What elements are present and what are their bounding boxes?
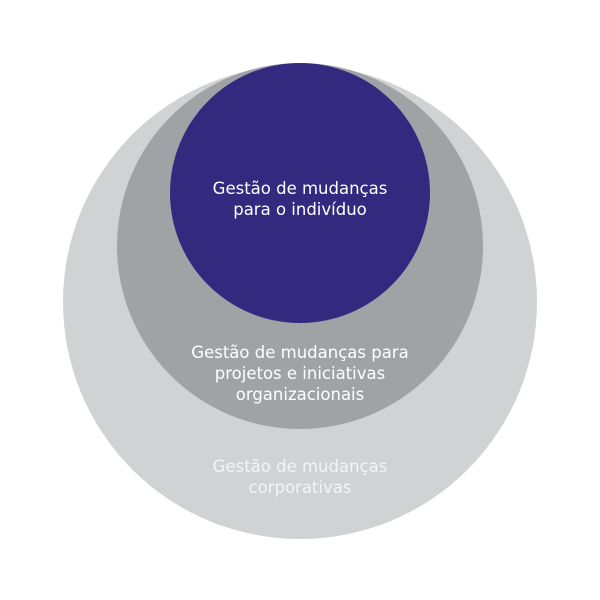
- inner-circle-individual: [170, 63, 430, 323]
- label-line: Gestão de mudanças: [212, 179, 388, 198]
- label-line: organizacionais: [235, 385, 365, 404]
- corporate-label: Gestão de mudanças corporativas: [0, 456, 600, 498]
- label-line: Gestão de mudanças para: [191, 343, 409, 362]
- label-line: para o indivíduo: [233, 200, 367, 219]
- label-line: Gestão de mudanças: [212, 457, 388, 476]
- projects-label: Gestão de mudanças para projetos e inici…: [0, 342, 600, 405]
- individual-label: Gestão de mudanças para o indivíduo: [0, 178, 600, 220]
- label-line: projetos e iniciativas: [214, 364, 386, 383]
- label-line: corporativas: [248, 478, 352, 497]
